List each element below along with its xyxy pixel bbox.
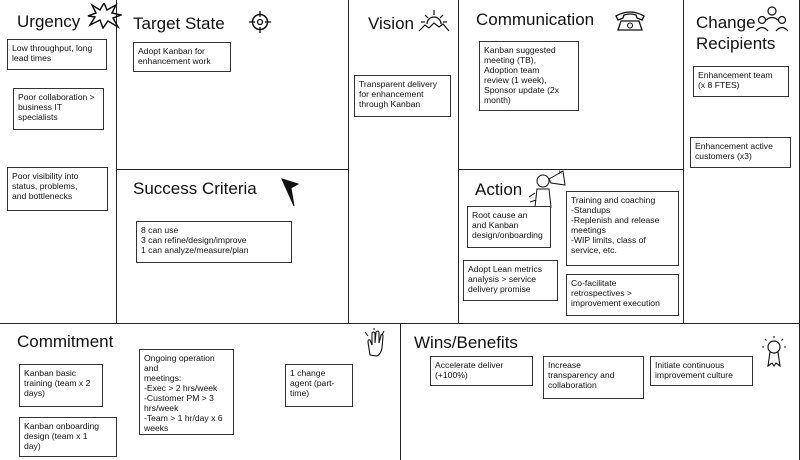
people-group-icon (755, 6, 789, 32)
wins-benefits-note-3: Initiate continuous improvement culture (650, 356, 753, 386)
change-recipients-note-1: Enhancement team (x 8 FTES) (693, 66, 789, 97)
hand-icon (364, 328, 385, 357)
action-note-4: Co-facilitate retrospectives > improveme… (566, 274, 679, 316)
explosion-icon (87, 3, 122, 29)
urgency-title: Urgency (17, 12, 81, 31)
urgency-note-2: Poor collaboration > business IT special… (13, 88, 104, 130)
success-criteria-note-1: 8 can use 3 can refine/design/improve 1 … (136, 221, 292, 263)
action-title: Action (475, 180, 523, 199)
divider-h-mid-right (458, 169, 683, 170)
action-note-2: Training and coaching -Standups -Repleni… (566, 191, 679, 266)
megaphone-person-icon: h (528, 170, 566, 208)
change-recipients-note-2: Enhancement active customers (x3) (690, 137, 791, 168)
svg-text:h: h (559, 170, 562, 176)
telephone-icon (615, 11, 645, 31)
action-note-3: Adopt Lean metrics analysis > service de… (463, 260, 558, 301)
wins-benefits-title: Wins/Benefits (414, 333, 518, 352)
commitment-note-2: Kanban onboarding design (team x 1 day) (19, 417, 117, 457)
divider-v3 (458, 0, 459, 323)
change-recipients-title-line2: Recipients (696, 34, 776, 53)
urgency-note-1: Low throughput, long lead times (7, 39, 107, 70)
target-state-title: Target State (133, 14, 225, 33)
crosshair-icon (249, 11, 271, 33)
divider-h-mid-left (116, 169, 348, 170)
vision-note-1: Transparent delivery for enhancement thr… (354, 75, 451, 117)
divider-v5 (400, 323, 401, 460)
commitment-title: Commitment (17, 332, 114, 351)
award-ribbon-icon (762, 336, 786, 368)
target-state-note-1: Adopt Kanban for enhancement work (133, 42, 231, 72)
action-note-1: Root cause an and Kanban design/onboardi… (467, 206, 551, 248)
divider-h-bottom (0, 323, 800, 324)
sunrise-icon (418, 10, 450, 32)
success-criteria-title: Success Criteria (133, 179, 257, 198)
flag-icon (281, 178, 300, 207)
divider-v4 (683, 0, 684, 323)
wins-benefits-note-2: Increase transparency and collaboration (543, 356, 644, 399)
urgency-note-3: Poor visibility into status, problems, a… (7, 167, 108, 211)
change-recipients-title-line1: Change (696, 13, 756, 32)
communication-title: Communication (476, 10, 595, 29)
commitment-note-1: Kanban basic training (team x 2 days) (19, 364, 103, 407)
wins-benefits-note-1: Accelerate deliver (+100%) (430, 356, 533, 386)
communication-note-1: Kanban suggested meeting (TB), Adoption … (479, 41, 579, 111)
vision-title: Vision (368, 14, 414, 33)
commitment-note-3: Ongoing operation and meetings: -Exec > … (139, 349, 234, 435)
divider-v2 (348, 0, 349, 323)
divider-v1 (116, 0, 117, 323)
commitment-note-4: 1 change agent (part- time) (285, 364, 353, 407)
